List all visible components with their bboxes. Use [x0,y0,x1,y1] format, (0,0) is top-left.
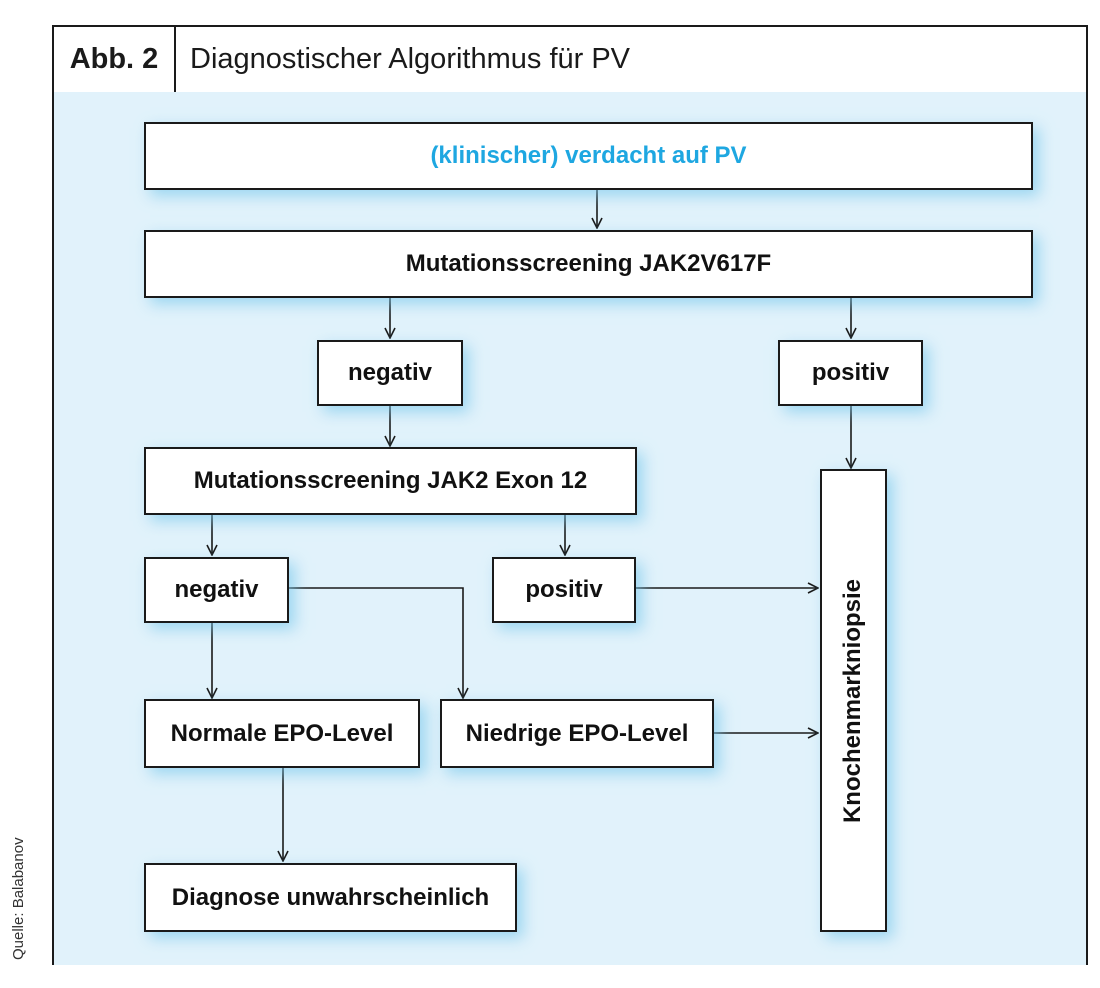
node-screening-exon12: Mutationsscreening JAK2 Exon 12 [144,447,637,515]
node-suspicion: (klinischer) verdacht auf PV [144,122,1033,190]
figure-label: Abb. 2 [54,27,176,92]
arrow-negative-2-to-low-epo [289,587,463,698]
node-positive-1-label: positiv [811,359,890,386]
node-normal-epo: Normale EPO-Level [144,699,420,768]
node-negative-2: negativ [144,557,289,623]
node-positive-2: positiv [492,557,636,623]
figure-title: Diagnostischer Algorithmus für PV [190,43,631,75]
node-bone-marrow-biopsy-label: Knochenmarkniopsie [839,578,867,823]
node-positive-1: positiv [778,340,923,406]
node-positive-2-label: positiv [525,576,603,603]
node-negative-1: negativ [317,340,463,406]
node-screening-v617f-label: Mutationsscreening JAK2V617F [405,250,772,277]
node-negative-1-label: negativ [347,359,433,386]
node-diagnosis-unlikely: Diagnose unwahrscheinlich [144,863,517,932]
source-credit: Quelle: Balabanov [10,837,27,960]
node-negative-2-label: negativ [174,576,259,603]
node-suspicion-label: (klinischer) verdacht auf PV [430,142,747,169]
node-normal-epo-label: Normale EPO-Level [170,719,394,747]
node-screening-v617f: Mutationsscreening JAK2V617F [144,230,1033,298]
node-screening-exon12-label: Mutationsscreening JAK2 Exon 12 [193,467,588,494]
node-low-epo-label: Niedrige EPO-Level [465,719,689,747]
node-diagnosis-unlikely-label: Diagnose unwahrscheinlich [171,883,490,911]
node-low-epo: Niedrige EPO-Level [440,699,714,768]
node-bone-marrow-biopsy: Knochenmarkniopsie [820,469,887,932]
